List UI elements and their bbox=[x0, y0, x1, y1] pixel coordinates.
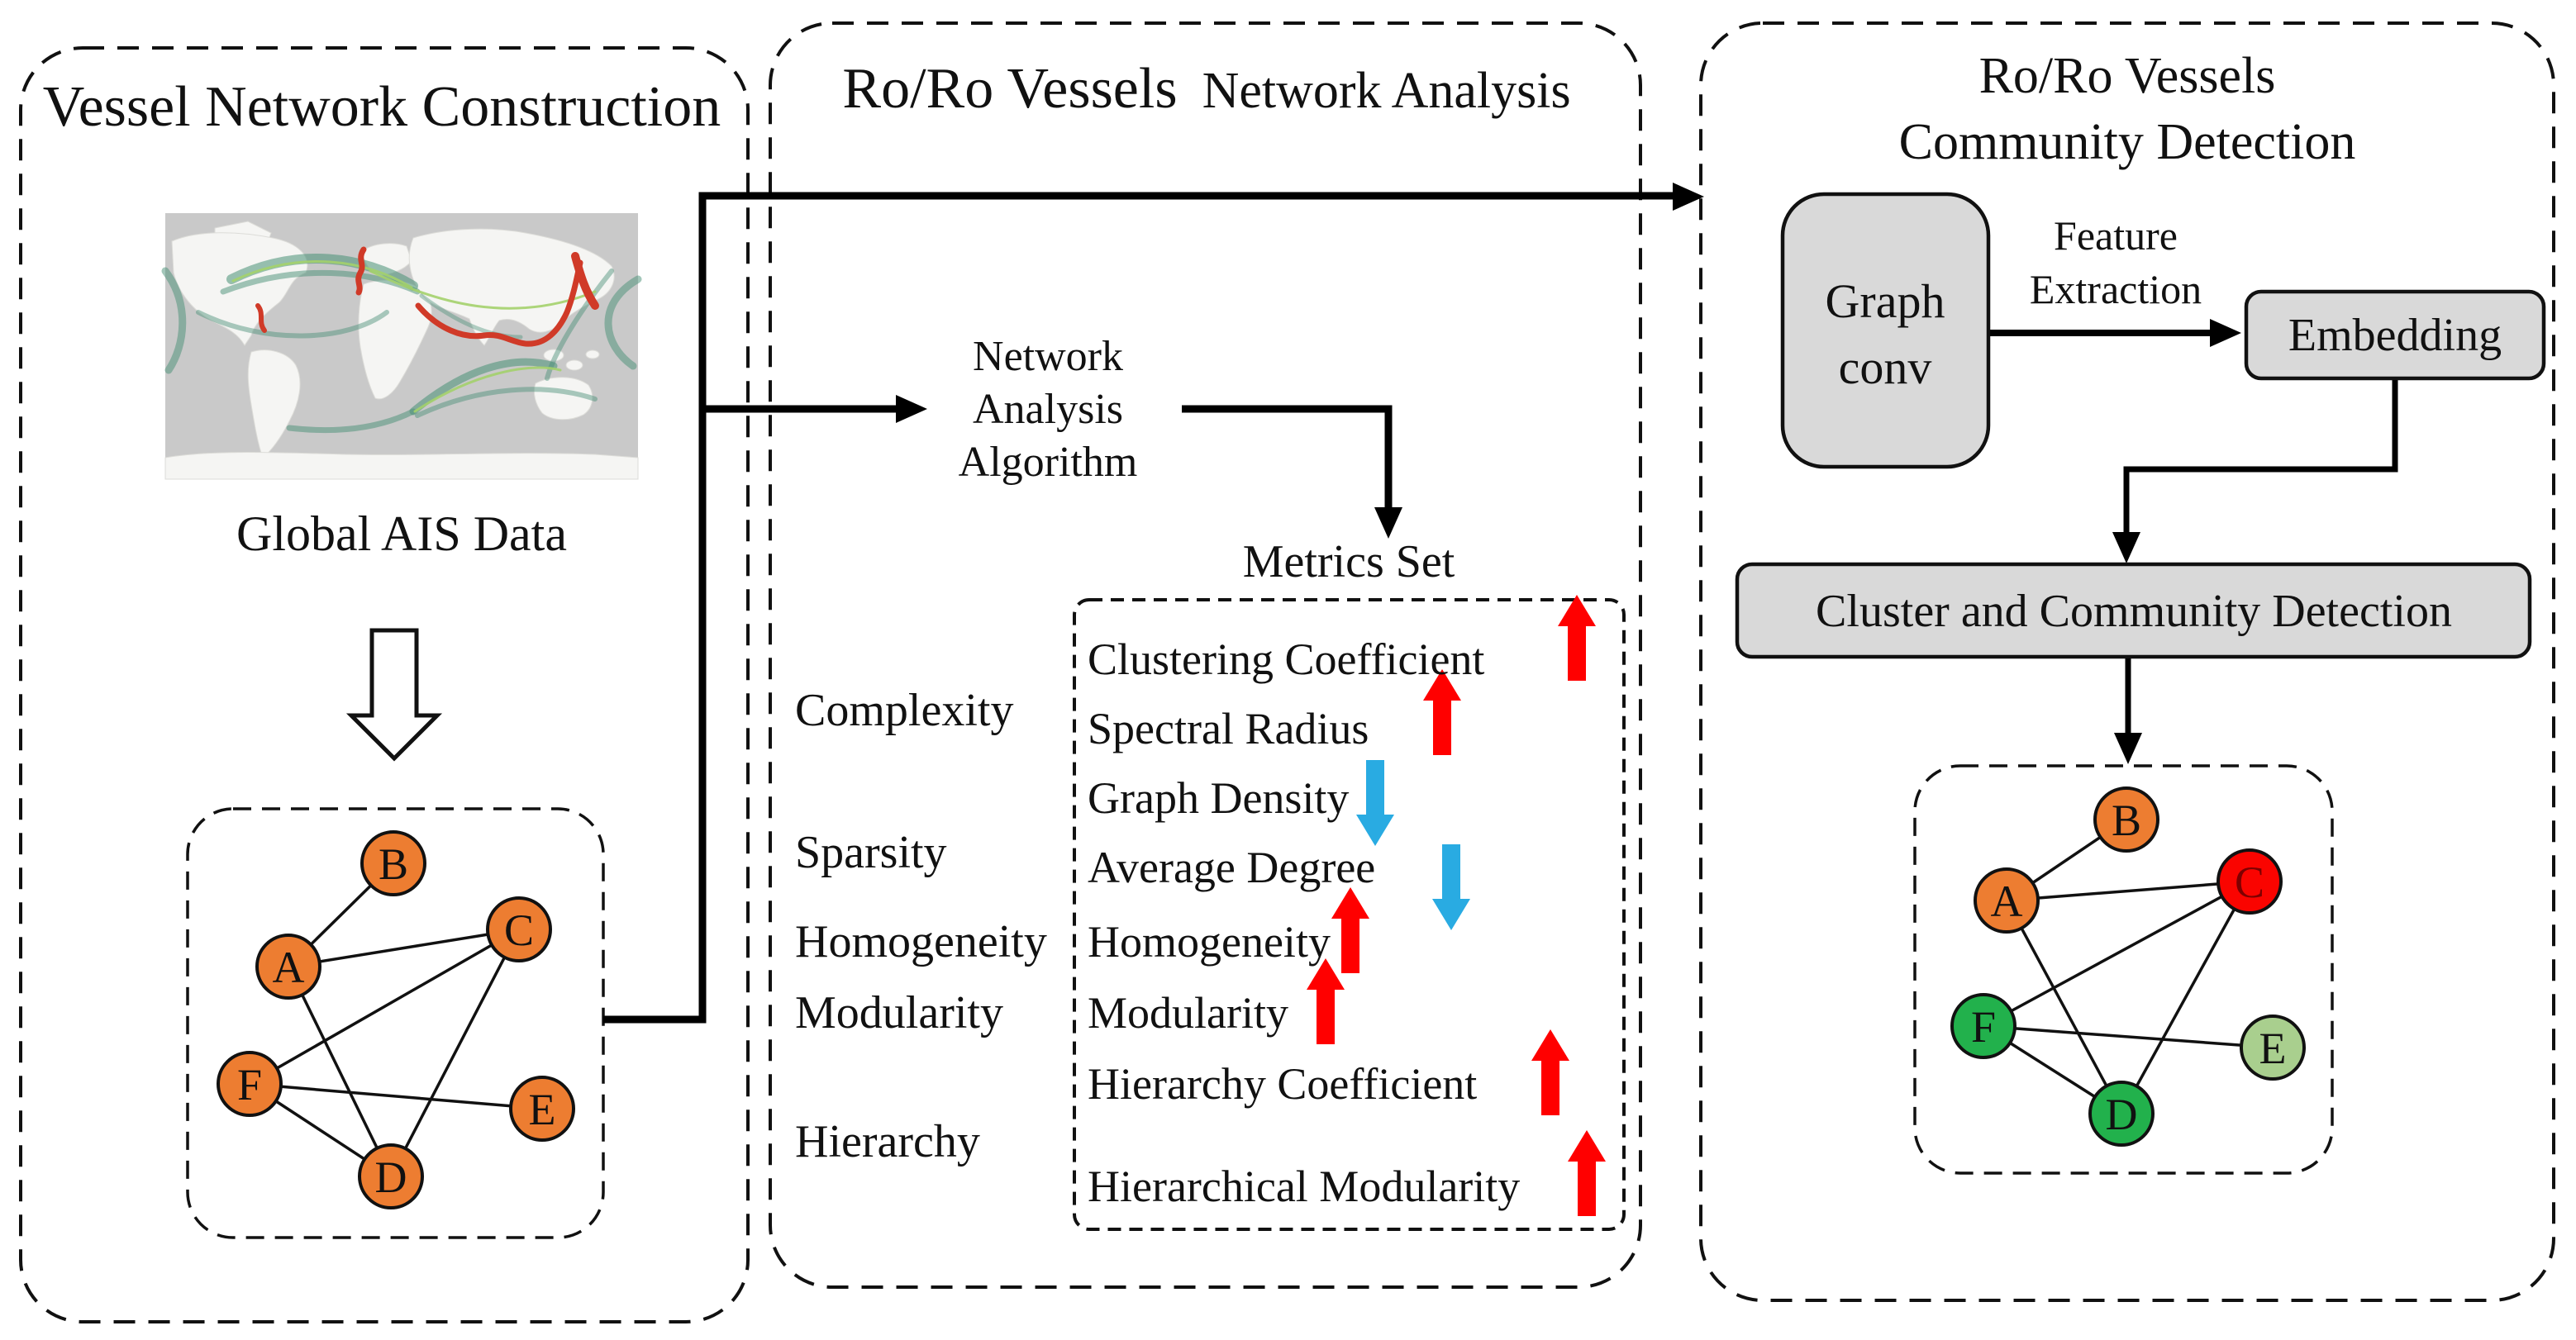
trend-down-arrow bbox=[1432, 844, 1470, 930]
algorithm-label-line2: Analysis bbox=[973, 386, 1123, 433]
graph-node-label: C bbox=[504, 905, 534, 955]
graph-conv-box bbox=[1780, 192, 1991, 469]
cluster-detection-box bbox=[1735, 562, 2532, 659]
graph-node-label: F bbox=[1971, 1002, 1996, 1052]
category-label-sparsity: Sparsity bbox=[795, 827, 947, 878]
middle-panel-title: Ro/Ro Vessels Network Analysis bbox=[842, 56, 1570, 122]
graph-edge-CF bbox=[249, 928, 520, 1086]
metric-label: Hierarchical Modularity bbox=[1088, 1162, 1521, 1211]
category-label-homogeneity: Homogeneity bbox=[795, 916, 1047, 967]
graph-node-label: D bbox=[2106, 1090, 2138, 1139]
graph-edge-AC bbox=[2006, 880, 2250, 902]
arrowhead-right-icon bbox=[2210, 319, 2241, 347]
graph-node-label: C bbox=[2235, 858, 2264, 907]
graph-node-label: B bbox=[379, 839, 408, 889]
right-panel-title-line1: Ro/Ro Vessels bbox=[1978, 48, 2276, 104]
feature-extraction-label-line2: Extraction bbox=[2029, 266, 2202, 312]
metric-label: Clustering Coefficient bbox=[1088, 634, 1485, 684]
graph-edge-AC bbox=[288, 928, 520, 968]
trend-down-arrow bbox=[1356, 760, 1394, 846]
right-panel-border bbox=[1699, 21, 2555, 1302]
algorithm-to-metrics-connector bbox=[1182, 405, 1393, 512]
graph-node-B bbox=[2093, 786, 2159, 853]
trend-up-arrow bbox=[1423, 669, 1461, 755]
graph-node-C bbox=[2217, 848, 2283, 915]
graph-node-A bbox=[255, 934, 321, 1000]
graph-edge-FE bbox=[249, 1082, 543, 1110]
middle-panel-title-main: Ro/Ro Vessels bbox=[842, 57, 1178, 121]
graph-node-A bbox=[1974, 867, 2040, 934]
metric-label: Modularity bbox=[1088, 988, 1288, 1038]
trend-up-arrow bbox=[1531, 1029, 1569, 1115]
graph-conv-label-line1: Graph bbox=[1825, 274, 1945, 328]
graph-node-E bbox=[509, 1076, 575, 1142]
graph-edge-AD bbox=[2005, 900, 2123, 1114]
metric-trend-arrows bbox=[1307, 595, 1606, 1216]
graph-node-label: E bbox=[2259, 1024, 2287, 1073]
embedding-box bbox=[2244, 289, 2546, 381]
metric-label: Graph Density bbox=[1088, 773, 1350, 823]
metric-label: Hierarchy Coefficient bbox=[1088, 1059, 1478, 1109]
graph-conv-label-line2: conv bbox=[1838, 340, 1932, 394]
graph-node-label: A bbox=[273, 943, 305, 992]
graph-node-D bbox=[2088, 1081, 2155, 1147]
right-panel-title-line2: Community Detection bbox=[1898, 114, 2356, 170]
graph-node-C bbox=[486, 896, 552, 962]
metrics-set-title: Metrics Set bbox=[1242, 536, 1455, 587]
left-panel-title: Vessel Network Construction bbox=[42, 75, 721, 139]
graph-edge-CD bbox=[2120, 881, 2251, 1114]
trend-up-arrow bbox=[1331, 887, 1369, 973]
category-label-hierarchy: Hierarchy bbox=[795, 1116, 980, 1167]
graph-node-label: F bbox=[237, 1060, 262, 1110]
graph-edge-AD bbox=[287, 966, 393, 1177]
middle-panel-title-sub: Network Analysis bbox=[1202, 63, 1571, 119]
trend-up-arrow bbox=[1307, 958, 1345, 1044]
graph-edge-CF bbox=[1983, 880, 2250, 1028]
graph-node-label: E bbox=[529, 1085, 556, 1134]
embedding-label: Embedding bbox=[2288, 310, 2502, 361]
arrowhead-right-icon bbox=[896, 395, 927, 423]
category-label-modularity: Modularity bbox=[795, 987, 1003, 1038]
category-label-complexity: Complexity bbox=[795, 685, 1014, 736]
vessel-network-graph: A B C D E F bbox=[217, 830, 575, 1209]
algorithm-label-line1: Network bbox=[973, 333, 1123, 380]
metrics-set-box-border bbox=[1073, 598, 1626, 1231]
graph-node-B bbox=[360, 830, 426, 896]
arrowhead-down-icon bbox=[2112, 532, 2140, 563]
graph-node-F bbox=[217, 1051, 283, 1117]
embedding-to-cluster-connector bbox=[2123, 378, 2398, 537]
down-block-arrow-icon bbox=[345, 628, 443, 762]
trend-up-arrow bbox=[1558, 595, 1596, 681]
graph-edge-FE bbox=[1983, 1024, 2274, 1049]
arrowhead-down-icon bbox=[1374, 507, 1402, 539]
graph-node-F bbox=[1950, 993, 2017, 1059]
algorithm-label-line3: Algorithm bbox=[958, 439, 1138, 486]
metric-label: Homogeneity bbox=[1088, 917, 1331, 967]
graph-node-E bbox=[2240, 1015, 2306, 1081]
world-map-image bbox=[161, 213, 642, 480]
arrowhead-down-icon bbox=[2114, 733, 2142, 764]
arrowhead-right-icon bbox=[1673, 183, 1704, 211]
metric-label: Spectral Radius bbox=[1088, 704, 1369, 753]
connector-arrowheads bbox=[896, 183, 2241, 764]
graph-edge-CD bbox=[389, 929, 521, 1177]
right-graph-box-border bbox=[1913, 764, 2334, 1175]
metric-label: Average Degree bbox=[1088, 843, 1376, 892]
cluster-detection-label: Cluster and Community Detection bbox=[1816, 586, 2452, 637]
graph-node-label: B bbox=[2112, 796, 2141, 845]
trend-up-arrow bbox=[1568, 1130, 1606, 1216]
feature-extraction-label-line1: Feature bbox=[2054, 212, 2178, 259]
graph-node-label: D bbox=[375, 1152, 407, 1202]
graph-node-label: A bbox=[1991, 877, 2023, 926]
graph-node-D bbox=[358, 1143, 424, 1209]
community-detection-graph: A B C D E F bbox=[1950, 786, 2306, 1147]
map-caption: Global AIS Data bbox=[236, 506, 567, 561]
connector-lines bbox=[603, 192, 2398, 1024]
left-to-right-panel-connector bbox=[603, 192, 1678, 1024]
